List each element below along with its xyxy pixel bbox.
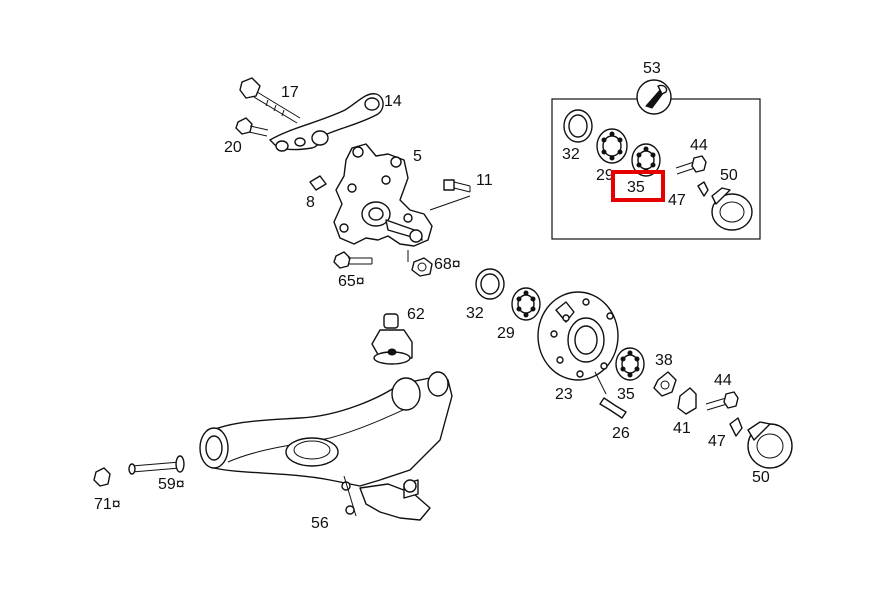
label-44-inset: 44 (690, 137, 708, 154)
label-8: 8 (306, 194, 315, 211)
label-11: 11 (476, 172, 493, 189)
label-71: 71¤ (94, 496, 121, 513)
label-35-inset: 35 (627, 179, 645, 196)
label-29-inset: 29 (596, 167, 614, 184)
label-17: 17 (281, 84, 299, 101)
ball-joint-62 (371, 313, 413, 365)
label-44-hub: 44 (714, 372, 732, 389)
highlight-box-35 (611, 170, 665, 202)
label-32-hub: 32 (466, 305, 484, 322)
label-14: 14 (384, 93, 402, 110)
label-59: 59¤ (158, 476, 185, 493)
label-20: 20 (224, 139, 242, 156)
label-35-hub: 35 (617, 386, 635, 403)
label-41: 41 (673, 420, 691, 437)
bearing-kit-inset (551, 79, 761, 240)
callout-labels: 17 14 20 5 8 11 65¤ 68¤ 62 53 32 29 35 4… (94, 60, 770, 532)
steering-knuckle-assembly (309, 143, 471, 277)
lower-control-arm-assembly (93, 371, 453, 521)
label-62: 62 (407, 306, 425, 323)
label-5: 5 (413, 148, 422, 165)
label-29-hub: 29 (497, 325, 515, 342)
label-68: 68¤ (434, 256, 461, 273)
label-53: 53 (643, 60, 661, 77)
label-47-hub: 47 (708, 433, 726, 450)
label-26: 26 (612, 425, 630, 442)
label-23: 23 (555, 386, 573, 403)
label-47-inset: 47 (668, 192, 686, 209)
label-38: 38 (655, 352, 673, 369)
label-32-inset: 32 (562, 146, 580, 163)
label-56: 56 (311, 515, 329, 532)
label-50-hub: 50 (752, 469, 770, 486)
upper-control-arm-assembly (235, 77, 384, 152)
label-50-inset: 50 (720, 167, 738, 184)
wheel-hub-assembly (475, 268, 793, 469)
label-65: 65¤ (338, 273, 365, 290)
